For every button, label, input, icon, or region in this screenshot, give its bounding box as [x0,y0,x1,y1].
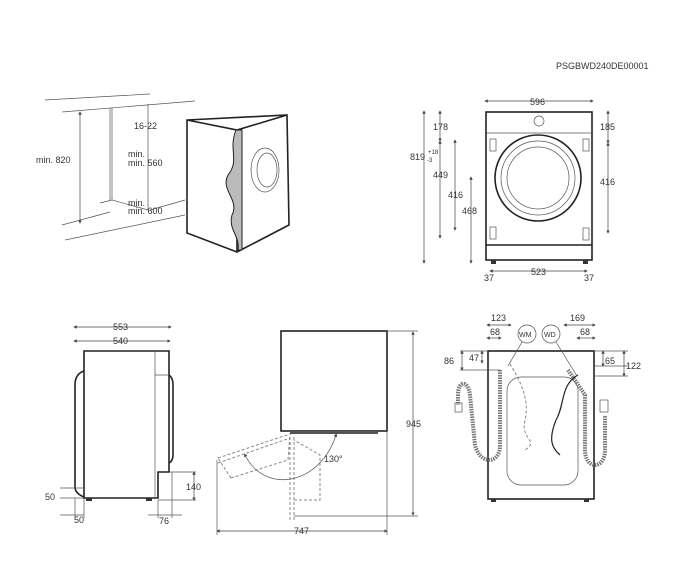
dim-122: 122 [626,361,641,371]
dim-468: 468 [462,206,477,216]
dim-523: 523 [531,267,546,277]
dim-819-tol-minus: -3 [427,158,433,164]
side-view: 553 540 50 50 140 76 [45,322,201,526]
dim-47: 47 [469,353,479,363]
dim-86: 86 [444,356,454,366]
label-560: min. 560 [128,158,163,168]
dim-185: 185 [600,122,615,132]
label-600: min. 600 [128,206,163,216]
dim-50-horizontal: 50 [74,515,84,525]
dim-76: 76 [159,516,169,526]
document-code: PSGBWD240DE00001 [556,61,649,71]
dim-37-right: 37 [584,273,594,283]
installation-view: min. 820 16-22 min. min. 560 min. min. 6… [36,93,290,253]
label-16-22: 16-22 [134,121,157,131]
dim-123: 123 [491,313,506,323]
top-view: 130° 945 747 [216,330,421,536]
wm-label: WM [519,332,532,339]
dim-178: 178 [433,122,448,132]
dim-819-tol-plus: +18 [428,150,439,156]
dim-945: 945 [406,419,421,429]
dim-68-right: 68 [580,327,590,337]
label-min-600: min. [128,198,145,208]
dim-65: 65 [605,356,615,366]
dim-140: 140 [186,482,201,492]
dim-169: 169 [570,313,585,323]
dim-50-vertical: 50 [45,492,55,502]
dim-416-left: 416 [448,190,463,200]
dim-553: 553 [113,322,128,332]
door-angle-label: 130° [324,454,343,464]
back-view: WM WD 123 68 169 68 86 47 65 122 [444,313,641,502]
dim-747: 747 [294,526,309,536]
dim-416-right: 416 [600,177,615,187]
dim-37-left: 37 [484,273,494,283]
front-view: 596 819 +18 -3 178 449 416 468 185 416 3… [410,97,615,283]
wd-label: WD [544,332,556,339]
label-min-820: min. 820 [36,155,71,165]
dim-540: 540 [113,336,128,346]
label-min-560: min. [128,149,145,159]
dim-449: 449 [433,170,448,180]
dim-68-left: 68 [490,327,500,337]
dim-819: 819 [410,152,425,162]
dim-596: 596 [530,97,545,107]
